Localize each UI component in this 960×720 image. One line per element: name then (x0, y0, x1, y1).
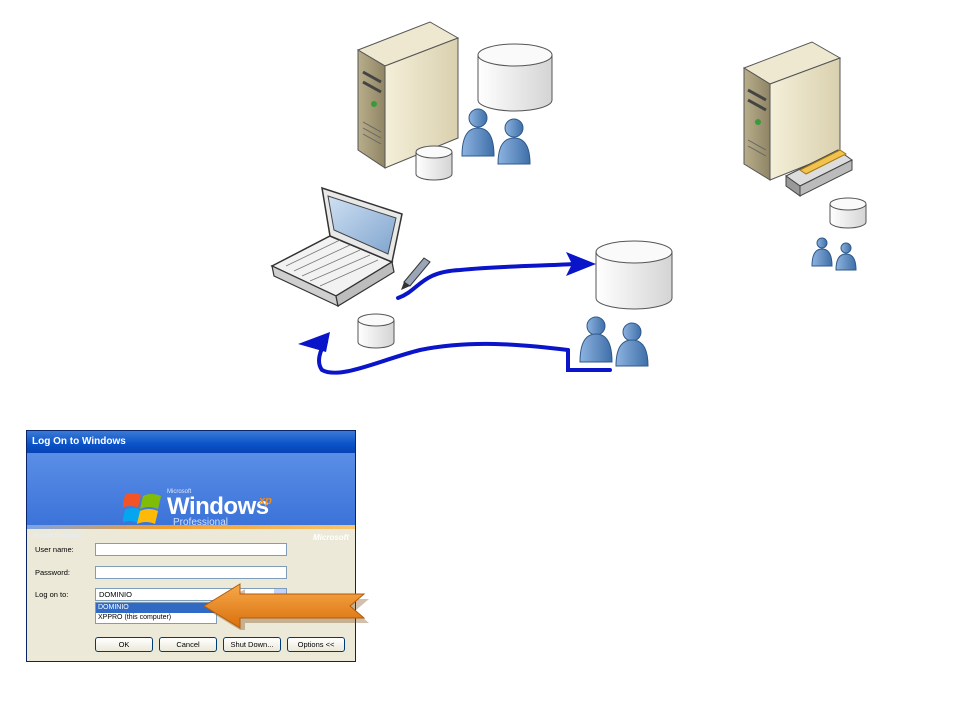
shutdown-button[interactable]: Shut Down... (223, 637, 281, 652)
dialog-title: Log On to Windows (27, 431, 355, 453)
copyright-line1: Copyright © 1985-2001 (33, 526, 85, 532)
database-icon (357, 313, 395, 349)
logon-dialog: Log On to Windows Microsoft Windows xp P… (26, 430, 356, 662)
pen-icon (401, 257, 431, 290)
logon-options-list: DOMINIO XPPRO (this computer) (95, 602, 217, 624)
username-field[interactable] (95, 543, 287, 556)
password-field[interactable] (95, 566, 287, 579)
logon-option[interactable]: XPPRO (this computer) (98, 614, 172, 621)
database-icon (829, 197, 867, 229)
arrowhead (566, 252, 596, 276)
server-icon (356, 21, 460, 169)
printer-icon (785, 149, 853, 197)
laptop-icon (270, 186, 403, 308)
network-diagram (270, 21, 867, 375)
server-icon (742, 41, 842, 181)
pointer-arrow-icon (203, 583, 369, 630)
brand-edition: Professional (173, 517, 229, 528)
brand-microsoft: Microsoft (167, 489, 192, 495)
windows-flag-icon (123, 493, 161, 524)
brand-xp: xp (259, 495, 272, 507)
copyright: Copyright © 1985-2001 Microsoft Corporat… (33, 526, 123, 540)
arrowhead (298, 332, 330, 352)
database-icon (477, 43, 553, 112)
banner-stripe (27, 525, 355, 529)
database-icon (415, 145, 453, 181)
logon-selected-value: DOMINIO (99, 590, 132, 599)
cancel-button[interactable]: Cancel (159, 637, 217, 652)
brand-windows: Windows (167, 493, 269, 520)
logon-label: Log on to: (35, 590, 69, 599)
database-icon (595, 240, 673, 310)
options-button[interactable]: Options << (287, 637, 345, 652)
logon-option[interactable]: DOMINIO (96, 603, 216, 613)
users-icon (579, 316, 649, 367)
arrow-icon (317, 340, 612, 375)
arrow-icon (396, 262, 577, 300)
microsoft-logo: Microsoft (313, 533, 349, 542)
username-label: User name: (35, 545, 74, 554)
password-label: Password: (35, 568, 71, 577)
brand-banner: Microsoft Windows xp Professional Copyri… (27, 453, 355, 542)
ok-button[interactable]: OK (95, 637, 153, 652)
users-icon (811, 237, 857, 271)
copyright-line2: Microsoft Corporation (33, 533, 81, 539)
users-icon (461, 108, 531, 165)
